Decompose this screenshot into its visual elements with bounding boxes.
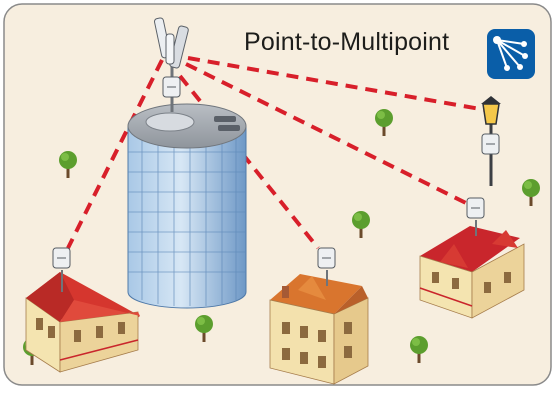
tree <box>59 151 77 178</box>
wireless-links <box>66 56 487 250</box>
house-left <box>25 247 140 373</box>
house-right <box>419 197 525 319</box>
house-center <box>269 247 369 385</box>
office-tower <box>127 103 247 309</box>
base-station-antenna <box>153 17 189 112</box>
link-street-lamp <box>187 56 487 112</box>
link-house-center <box>178 74 320 250</box>
tree <box>352 211 370 238</box>
tree <box>195 315 213 342</box>
point-to-multipoint-icon <box>487 29 535 79</box>
link-house-left <box>66 59 164 249</box>
tree <box>522 179 540 206</box>
link-house-right <box>185 62 469 206</box>
tree <box>410 336 428 363</box>
tree <box>375 109 393 136</box>
diagram-title: Point-to-Multipoint <box>244 28 450 56</box>
street-lamp <box>481 96 501 186</box>
